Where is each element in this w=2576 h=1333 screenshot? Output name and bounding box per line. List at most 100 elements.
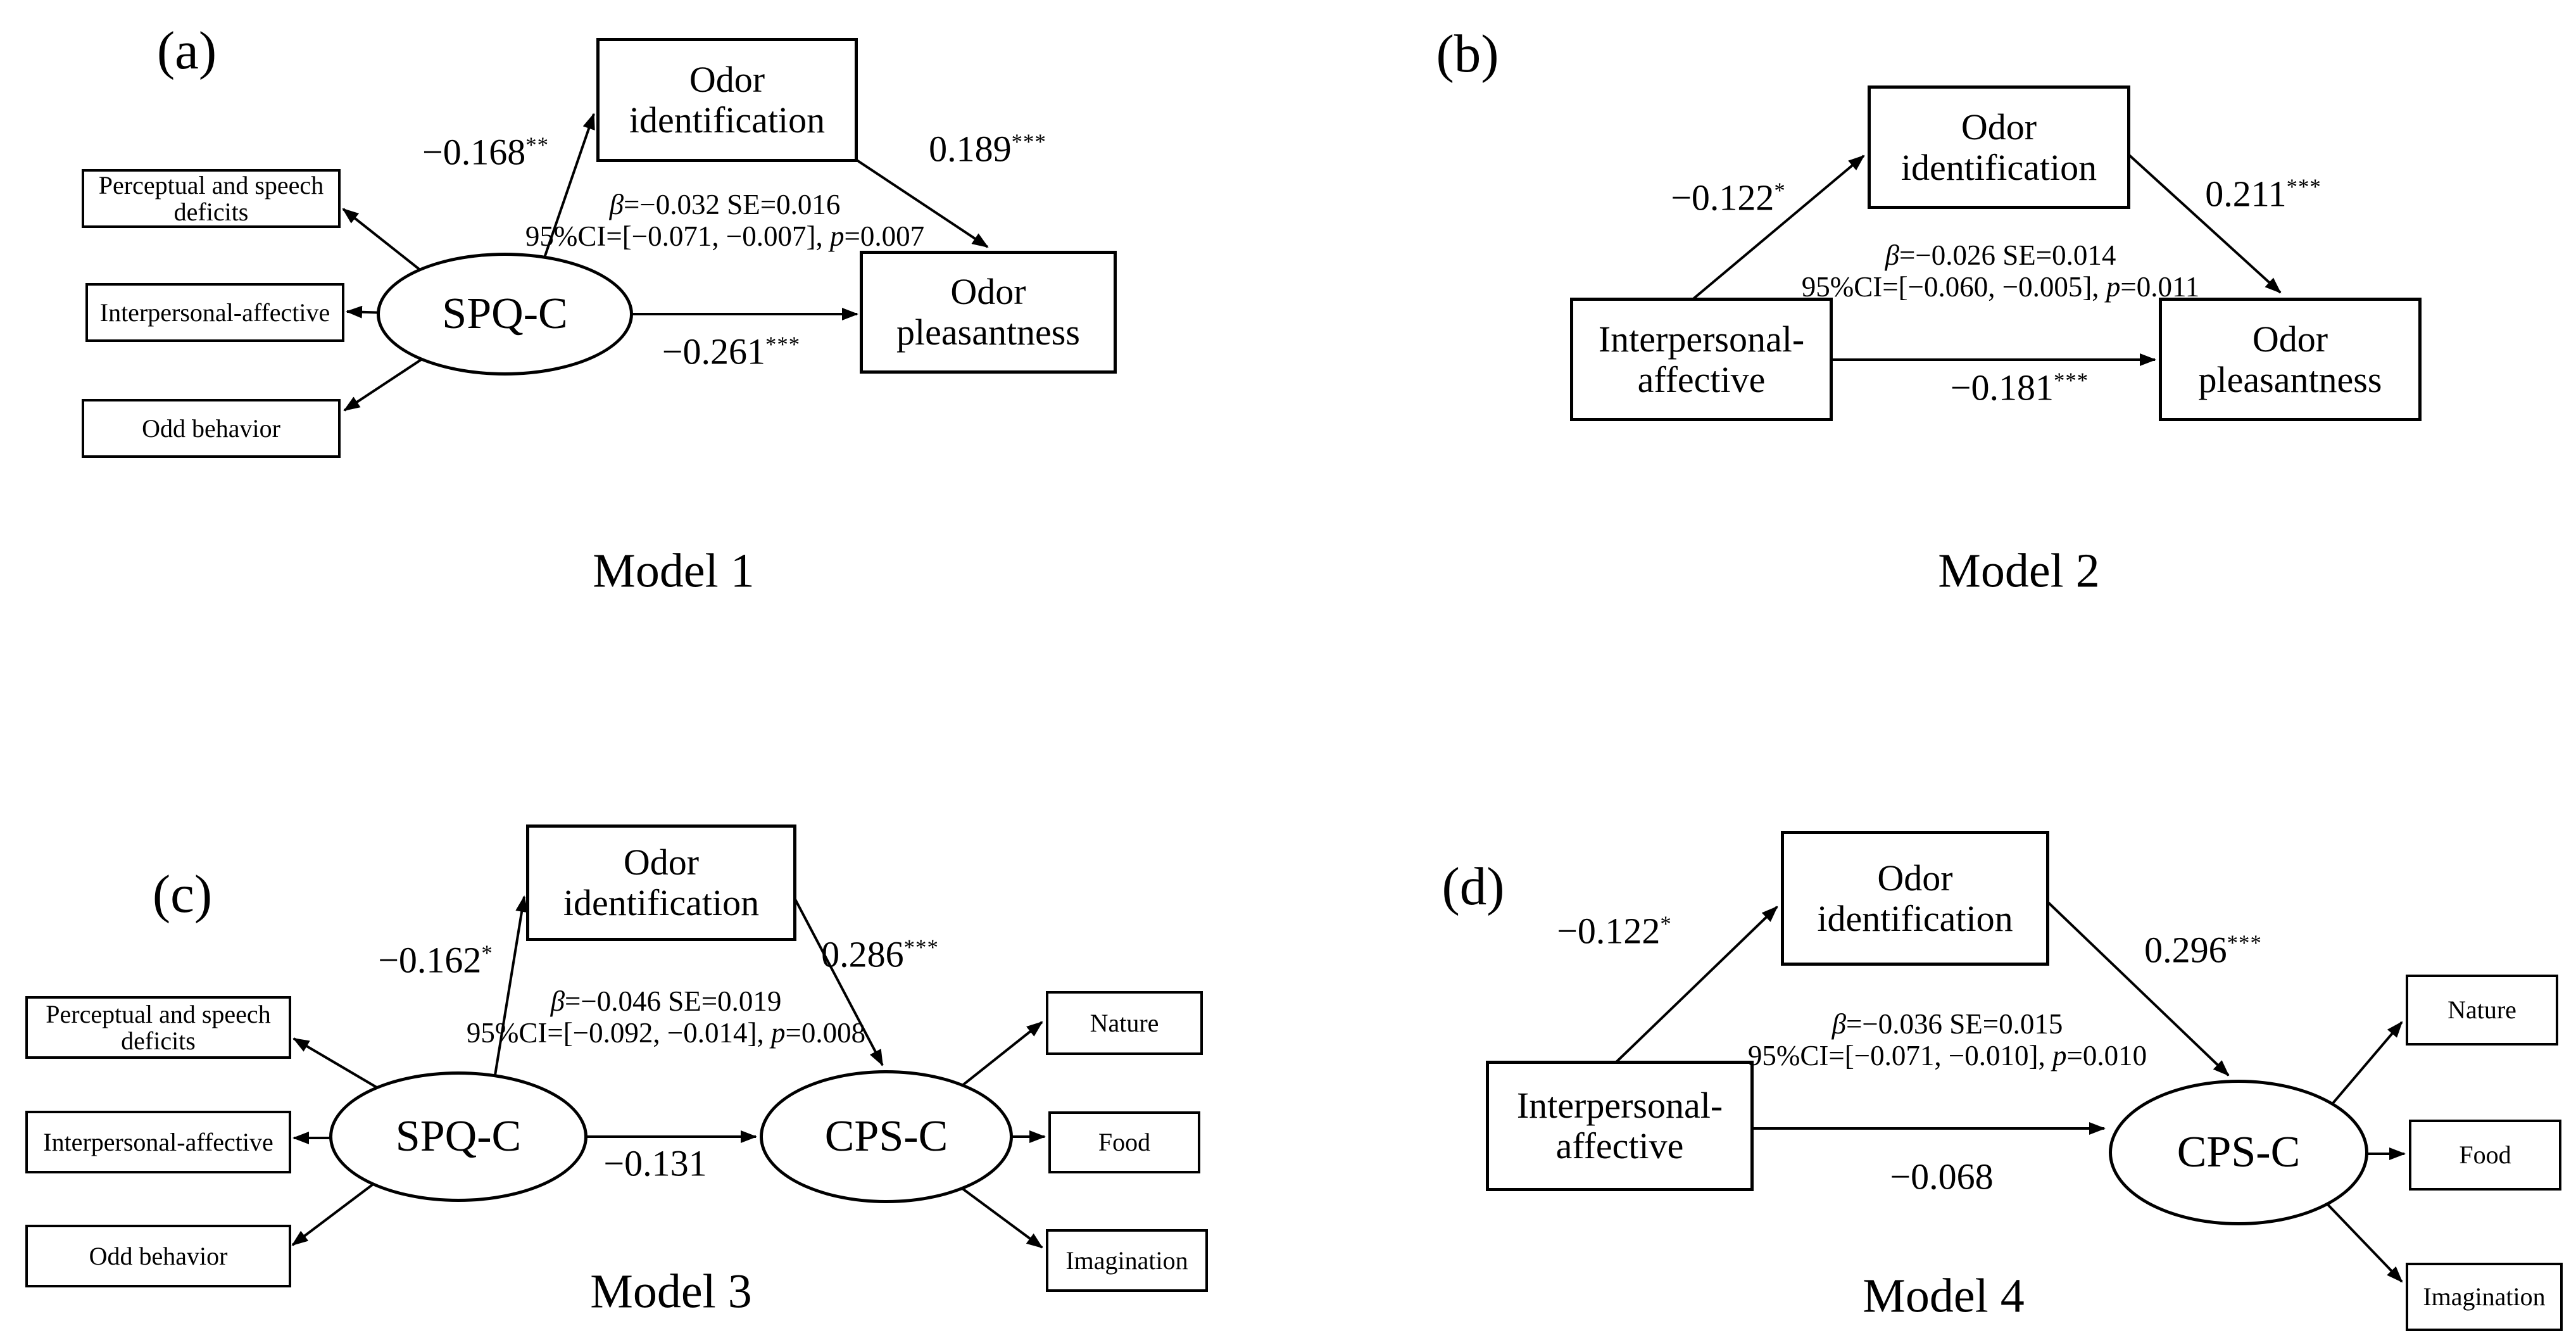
indirect-effect-annotation: β=−0.032 SE=0.016 95%CI=[−0.071, −0.007]… <box>525 189 924 252</box>
panel-d-letter: (d) <box>1442 857 1505 916</box>
coefficient-value: 0.286 <box>821 933 904 975</box>
arrow-a-path-b <box>855 158 989 248</box>
output-box-food: Food <box>2409 1120 2561 1191</box>
p-value: =0.007 <box>844 220 925 252</box>
beta-symbol: β <box>1831 1008 1847 1040</box>
indicator-box-interpersonal-affective: Interpersonal-affective <box>85 283 344 342</box>
mediator-box-odor-identification: Odor identification <box>1868 85 2130 209</box>
latent-spq-c-ellipse: SPQ-C <box>377 253 633 376</box>
significance-stars: *** <box>765 332 801 357</box>
significance-stars: ** <box>525 132 550 158</box>
output-box-nature: Nature <box>1046 991 1203 1055</box>
coefficient-value: 0.211 <box>2205 173 2287 215</box>
indirect-line2: 95%CI=[−0.071, −0.007], p=0.007 <box>525 220 924 252</box>
model-3-caption: Model 3 <box>590 1265 752 1318</box>
arrow-d-output3 <box>2322 1199 2403 1283</box>
indirect-effect-annotation: β=−0.026 SE=0.014 95%CI=[−0.060, −0.005]… <box>1802 239 2200 303</box>
coefficient-value: −0.122 <box>1557 910 1661 952</box>
beta-values: =−0.046 SE=0.019 <box>565 985 782 1017</box>
indirect-line2: 95%CI=[−0.060, −0.005], p=0.011 <box>1802 271 2200 303</box>
significance-stars: *** <box>2227 930 2262 956</box>
arrow-c-indicator3 <box>291 1178 381 1246</box>
p-value: =0.010 <box>2066 1040 2147 1071</box>
mediator-box-odor-identification: Odor identification <box>526 824 796 941</box>
p-value: =0.011 <box>2120 271 2200 303</box>
p-value: =0.008 <box>785 1017 866 1049</box>
coefficient-value: −0.068 <box>1890 1156 1994 1197</box>
coefficient-path-a: −0.168** <box>422 131 549 174</box>
coefficient-path-a: −0.162* <box>378 939 493 982</box>
significance-stars: *** <box>903 935 939 960</box>
coefficient-value: −0.181 <box>1950 367 2054 408</box>
mediator-box-odor-identification: Odor identification <box>596 38 858 162</box>
output-box-imagination: Imagination <box>2406 1263 2563 1331</box>
coefficient-path-b: 0.286*** <box>821 933 939 976</box>
beta-values: =−0.032 SE=0.016 <box>624 189 841 220</box>
panel-c-letter: (c) <box>152 864 213 924</box>
predictor-box-interpersonal-affective: Interpersonal- affective <box>1570 298 1833 421</box>
indirect-line1: β=−0.032 SE=0.016 <box>525 189 924 220</box>
output-box-nature: Nature <box>2406 975 2558 1046</box>
coefficient-value: −0.122 <box>1671 177 1775 218</box>
arrow-d-output1 <box>2328 1021 2403 1108</box>
indirect-line2: 95%CI=[−0.071, −0.010], p=0.010 <box>1748 1040 2147 1071</box>
indirect-line1: β=−0.026 SE=0.014 <box>1802 239 2200 271</box>
arrow-d-path-b <box>2044 898 2230 1077</box>
latent-cps-c-ellipse: CPS-C <box>2109 1080 2368 1225</box>
arrow-c-output1 <box>948 1021 1043 1097</box>
coefficient-path-b: 0.211*** <box>2205 173 2322 215</box>
outcome-box-odor-pleasantness: Odor pleasantness <box>2159 298 2422 421</box>
indicator-box-interpersonal-affective: Interpersonal-affective <box>25 1111 291 1173</box>
coefficient-path-b: 0.296*** <box>2144 929 2262 971</box>
coefficient-path-a: −0.122* <box>1557 910 1672 952</box>
arrow-a-path-a <box>538 113 595 273</box>
coefficient-value: −0.131 <box>603 1142 707 1184</box>
indicator-box-perceptual-speech-deficits: Perceptual and speech deficits <box>25 996 291 1059</box>
output-box-imagination: Imagination <box>1046 1229 1208 1292</box>
panel-b-letter: (b) <box>1436 24 1499 84</box>
coefficient-path-c: −0.181*** <box>1951 367 2089 409</box>
p-symbol: p <box>770 1017 786 1049</box>
significance-stars: * <box>1774 178 1786 203</box>
indicator-box-odd-behavior: Odd behavior <box>82 399 341 458</box>
significance-stars: *** <box>2286 174 2322 199</box>
model-1-caption: Model 1 <box>593 544 755 598</box>
output-box-food: Food <box>1048 1111 1200 1173</box>
arrow-c-path-a <box>493 895 529 1083</box>
p-symbol: p <box>2052 1040 2067 1071</box>
coefficient-value: −0.162 <box>378 939 482 981</box>
indirect-line1: β=−0.046 SE=0.019 <box>467 985 865 1017</box>
mediator-box-odor-identification: Odor identification <box>1781 831 2049 966</box>
significance-stars: *** <box>1011 129 1046 155</box>
arrow-b-path-a <box>1686 155 1865 305</box>
indirect-effect-annotation: β=−0.036 SE=0.015 95%CI=[−0.071, −0.010]… <box>1748 1008 2147 1071</box>
coefficient-path-c: −0.068 <box>1890 1156 1993 1198</box>
latent-cps-c-ellipse: CPS-C <box>760 1070 1013 1203</box>
arrow-c-path-b <box>794 899 884 1066</box>
p-symbol: p <box>2106 271 2121 303</box>
coefficient-value: −0.261 <box>662 331 766 372</box>
indicator-box-odd-behavior: Odd behavior <box>25 1225 291 1287</box>
indirect-line1: β=−0.036 SE=0.015 <box>1748 1008 2147 1040</box>
ci-values: 95%CI=[−0.071, −0.007], <box>525 220 830 252</box>
beta-symbol: β <box>550 985 565 1017</box>
p-symbol: p <box>829 220 845 252</box>
significance-stars: * <box>1660 911 1672 937</box>
outcome-box-odor-pleasantness: Odor pleasantness <box>860 251 1117 374</box>
beta-values: =−0.036 SE=0.015 <box>1846 1008 2063 1040</box>
coefficient-value: 0.189 <box>929 128 1012 170</box>
significance-stars: *** <box>2054 368 2089 393</box>
indirect-effect-annotation: β=−0.046 SE=0.019 95%CI=[−0.092, −0.014]… <box>467 985 865 1049</box>
coefficient-path-c: −0.261*** <box>662 331 800 373</box>
panel-a-letter: (a) <box>156 21 217 80</box>
ci-values: 95%CI=[−0.071, −0.010], <box>1747 1040 2052 1071</box>
arrow-b-path-b <box>2126 152 2282 294</box>
beta-values: =−0.026 SE=0.014 <box>1899 239 2116 271</box>
model-2-caption: Model 2 <box>1938 544 2100 598</box>
model-4-caption: Model 4 <box>1863 1269 2025 1323</box>
coefficient-path-c: −0.131 <box>603 1142 707 1185</box>
indirect-line2: 95%CI=[−0.092, −0.014], p=0.008 <box>467 1017 865 1049</box>
coefficient-value: 0.296 <box>2144 929 2227 971</box>
